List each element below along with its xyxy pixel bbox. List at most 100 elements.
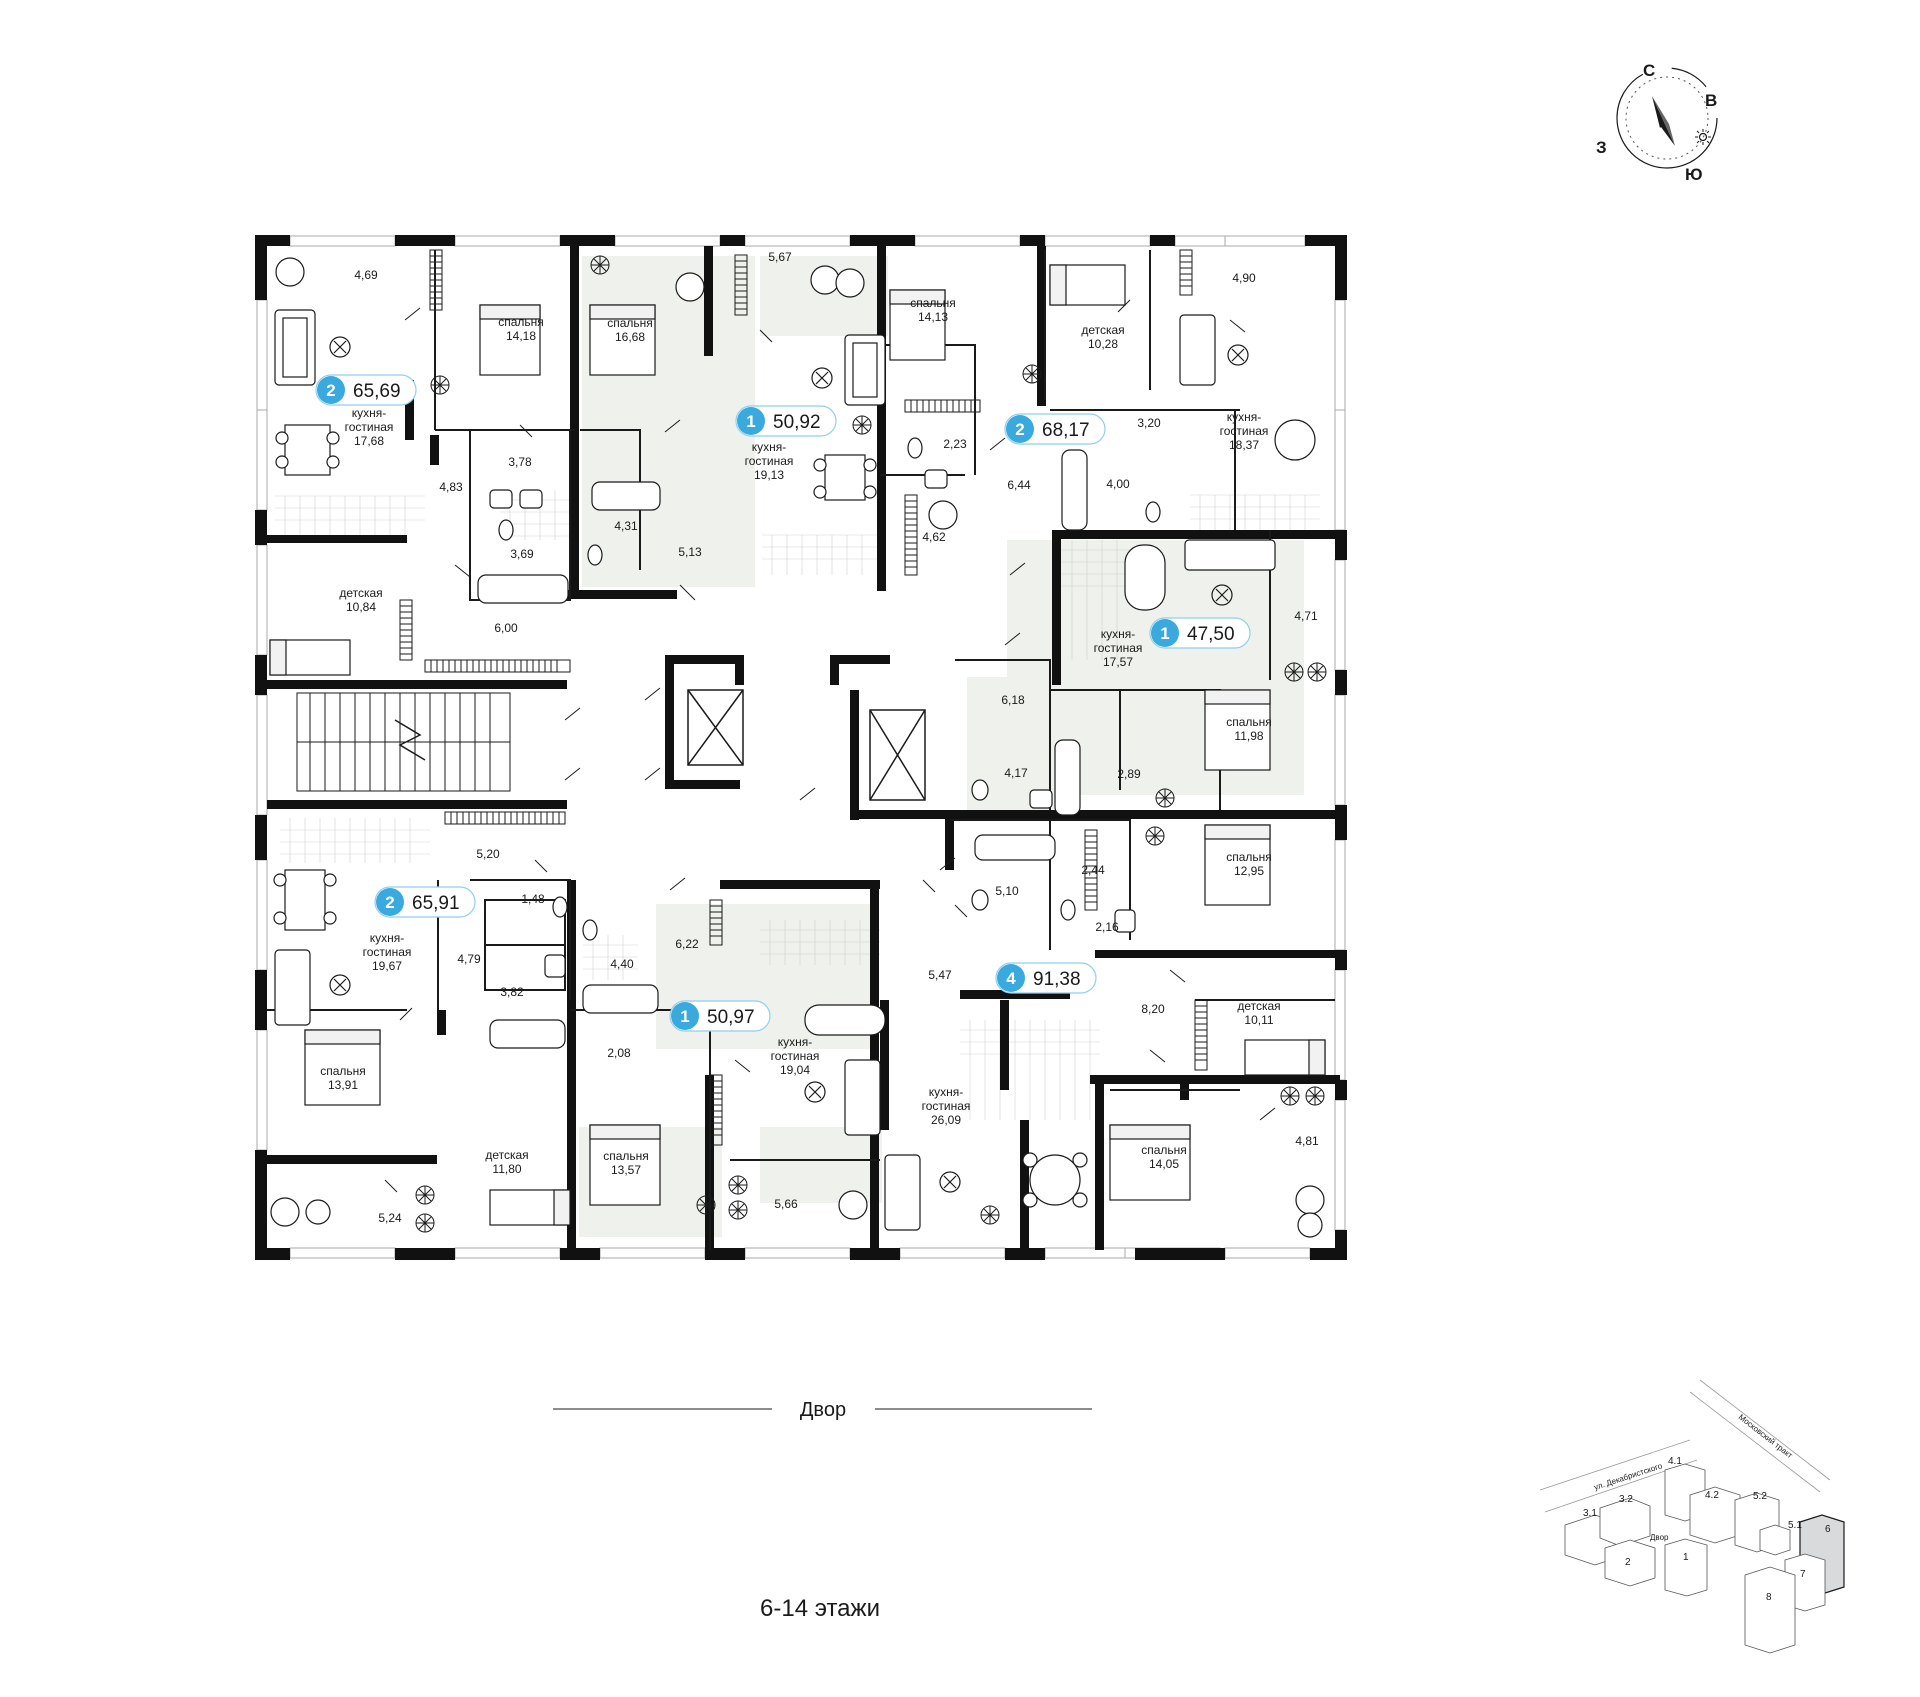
- room-area: 19,13: [754, 468, 784, 482]
- map-building-5-1: 5.1: [1788, 1520, 1802, 1531]
- sink-icon: [1029, 789, 1053, 809]
- apartment-area: 50,92: [773, 412, 821, 433]
- yard-marker: Двор: [553, 1399, 1092, 1421]
- room-name: спальня: [603, 1149, 649, 1163]
- room-count-circle: [671, 1002, 699, 1030]
- room-area: 14,13: [918, 310, 948, 324]
- room-area: 4,17: [1004, 766, 1028, 780]
- room-area: 11,98: [1234, 729, 1263, 743]
- room-name: спальня: [320, 1064, 366, 1078]
- map-building-2: 2: [1625, 1557, 1631, 1568]
- room-label: 4,00: [1106, 477, 1130, 491]
- room-label: 5,20: [476, 847, 500, 861]
- map-building-4-2: 4.2: [1705, 1490, 1719, 1501]
- plant-icon: [1307, 662, 1327, 682]
- map-street-1: ул. Декабристского: [1593, 1461, 1664, 1492]
- bathtub-icon: [1061, 449, 1088, 531]
- bed-icon: [304, 1029, 381, 1106]
- room-area: 10,84: [346, 600, 376, 614]
- room-name: детская: [485, 1148, 528, 1162]
- armchair-icon: [928, 500, 958, 530]
- room-name: спальня: [1226, 850, 1272, 864]
- bed-icon: [1049, 264, 1126, 306]
- map-building-8: 8: [1766, 1592, 1772, 1603]
- plant-icon: [1305, 1086, 1325, 1106]
- bed-icon: [479, 304, 541, 376]
- bathtub-icon: [591, 481, 661, 511]
- building-2: [1604, 1539, 1656, 1587]
- sink-icon: [544, 954, 566, 978]
- room-area: 4,81: [1295, 1134, 1319, 1148]
- bed-icon: [1204, 689, 1271, 771]
- apartment-area: 65,69: [353, 381, 401, 402]
- beds: [269, 264, 1326, 1226]
- sofa-icon: [274, 949, 311, 1026]
- bed-icon: [589, 1124, 661, 1206]
- room-area: 10,11: [1244, 1013, 1273, 1027]
- room-name: кухня-: [1101, 627, 1136, 641]
- toilet-icon: [1145, 501, 1161, 523]
- room-name: спальня: [910, 296, 956, 310]
- room-area: 19,04: [780, 1063, 810, 1077]
- compass-east: В: [1705, 91, 1717, 110]
- bathtub-icon: [489, 1019, 566, 1049]
- apartment-area: 68,17: [1042, 420, 1090, 441]
- ceiling-fan-icon: [811, 367, 833, 389]
- island-icon: [1124, 544, 1166, 611]
- room-area: 8,20: [1141, 1002, 1165, 1016]
- room-label: 5,10: [995, 884, 1019, 898]
- room-count: 1: [746, 412, 755, 431]
- island-icon: [804, 1004, 886, 1036]
- room-label: 2,16: [1095, 920, 1119, 934]
- apartment-area: 65,91: [412, 893, 460, 914]
- apartment-area: 50,97: [707, 1007, 755, 1028]
- room-label: 4,83: [439, 480, 463, 494]
- building-5-1: [1759, 1524, 1791, 1556]
- floors-label: 6-14 этажи: [760, 1595, 880, 1622]
- plant-icon: [852, 415, 872, 435]
- room-area: 11,80: [492, 1162, 521, 1176]
- room-area: 14,05: [1149, 1157, 1179, 1171]
- room-area: 5,66: [774, 1197, 798, 1211]
- building-8: [1744, 1566, 1796, 1654]
- room-label: 3,69: [510, 547, 534, 561]
- compass-south: Ю: [1685, 165, 1703, 184]
- compass: С В Ю З: [1596, 61, 1718, 184]
- room-name: детская: [339, 586, 382, 600]
- plant-icon: [415, 1185, 435, 1205]
- room-area: 2,89: [1117, 767, 1141, 781]
- map-yard: Двор: [1650, 1533, 1669, 1542]
- room-label: 5,24: [378, 1211, 402, 1225]
- room-area: 17,57: [1103, 655, 1133, 669]
- living-furniture: [270, 257, 1325, 1238]
- sink-icon: [1114, 909, 1136, 933]
- room-area: 5,47: [928, 968, 952, 982]
- kitchen-tile-grids: [275, 490, 1320, 1120]
- room-label: 4,79: [457, 952, 481, 966]
- plants: [415, 255, 1327, 1233]
- room-label: 2,44: [1081, 863, 1105, 877]
- room-area: 4,83: [439, 480, 463, 494]
- room-count-circle: [1006, 415, 1034, 443]
- room-name: кухня-: [1227, 410, 1262, 424]
- room-name: гостиная: [922, 1099, 971, 1113]
- room-area: 5,67: [768, 250, 792, 264]
- ceiling-fan-icon: [1211, 584, 1233, 606]
- room-name: кухня-: [370, 931, 405, 945]
- room-count-circle: [737, 407, 765, 435]
